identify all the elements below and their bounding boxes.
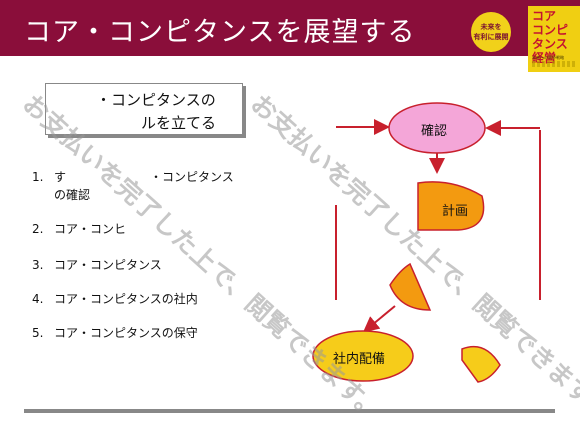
step-text: コア・コンピタンスの社内 [54, 292, 198, 306]
mid-node [389, 262, 432, 311]
step-item: 4. コア・コンピタンスの社内 [32, 290, 198, 307]
step-text: コア・コンピタンスの保守 [54, 326, 198, 340]
step-number: 3. [32, 258, 44, 272]
book-title-line: タンス [532, 37, 568, 51]
slide-title: コア・コンピタンスを展望する [24, 17, 416, 48]
subtitle-line2: ルを立てる [141, 114, 217, 132]
deploy-node [312, 330, 414, 382]
book-subtitle: 未来への競争戦略 [532, 55, 564, 60]
step-number: 1. [32, 170, 44, 184]
book-badge: 未来を 有利に展開 [471, 12, 511, 52]
arrow-to-deploy [362, 305, 396, 333]
footer-rule [24, 409, 555, 413]
step-text: コア・コンヒ [54, 222, 127, 236]
book-title-line: コンピ [532, 23, 569, 37]
flow-arrows [335, 119, 541, 333]
step-item: 1. す ・コンピタンス [32, 168, 234, 185]
book-cover: コア コンピ タンス 経営 未来への競争戦略 [528, 6, 580, 72]
plan-node [417, 181, 485, 231]
subtitle-line1: ・コンピタンスの [96, 91, 216, 109]
book-blurb [532, 61, 576, 67]
step-item: 2. コア・コンヒ [32, 220, 126, 237]
step-text: コア・コンピタンス [54, 258, 162, 272]
deploy-label: 社内配備 [333, 352, 386, 367]
plan-label: 計画 [442, 204, 469, 219]
confirm-label: 確認 [421, 124, 448, 139]
subtitle-box: ・コンピタンスの ルを立てる [45, 83, 243, 135]
step-text: す ・コンピタンス [54, 170, 234, 184]
step-number: 5. [32, 326, 44, 340]
book-title-line: コア [532, 9, 557, 23]
step-number: 2. [32, 222, 44, 236]
confirm-node [388, 102, 486, 154]
book-title: コア コンピ タンス 経営 [532, 9, 568, 65]
step-text-continued: の確認 [54, 188, 91, 202]
header-bar: コア・コンピタンスを展望する 未来を 有利に展開 [0, 0, 580, 56]
step-item: 3. コア・コンピタンス [32, 256, 162, 273]
step-item: 5. コア・コンピタンスの保守 [32, 324, 198, 341]
badge-line2: 有利に展開 [473, 33, 509, 41]
step-number: 4. [32, 292, 44, 306]
badge-line1: 未来を [480, 23, 502, 31]
partial-node [461, 345, 501, 383]
